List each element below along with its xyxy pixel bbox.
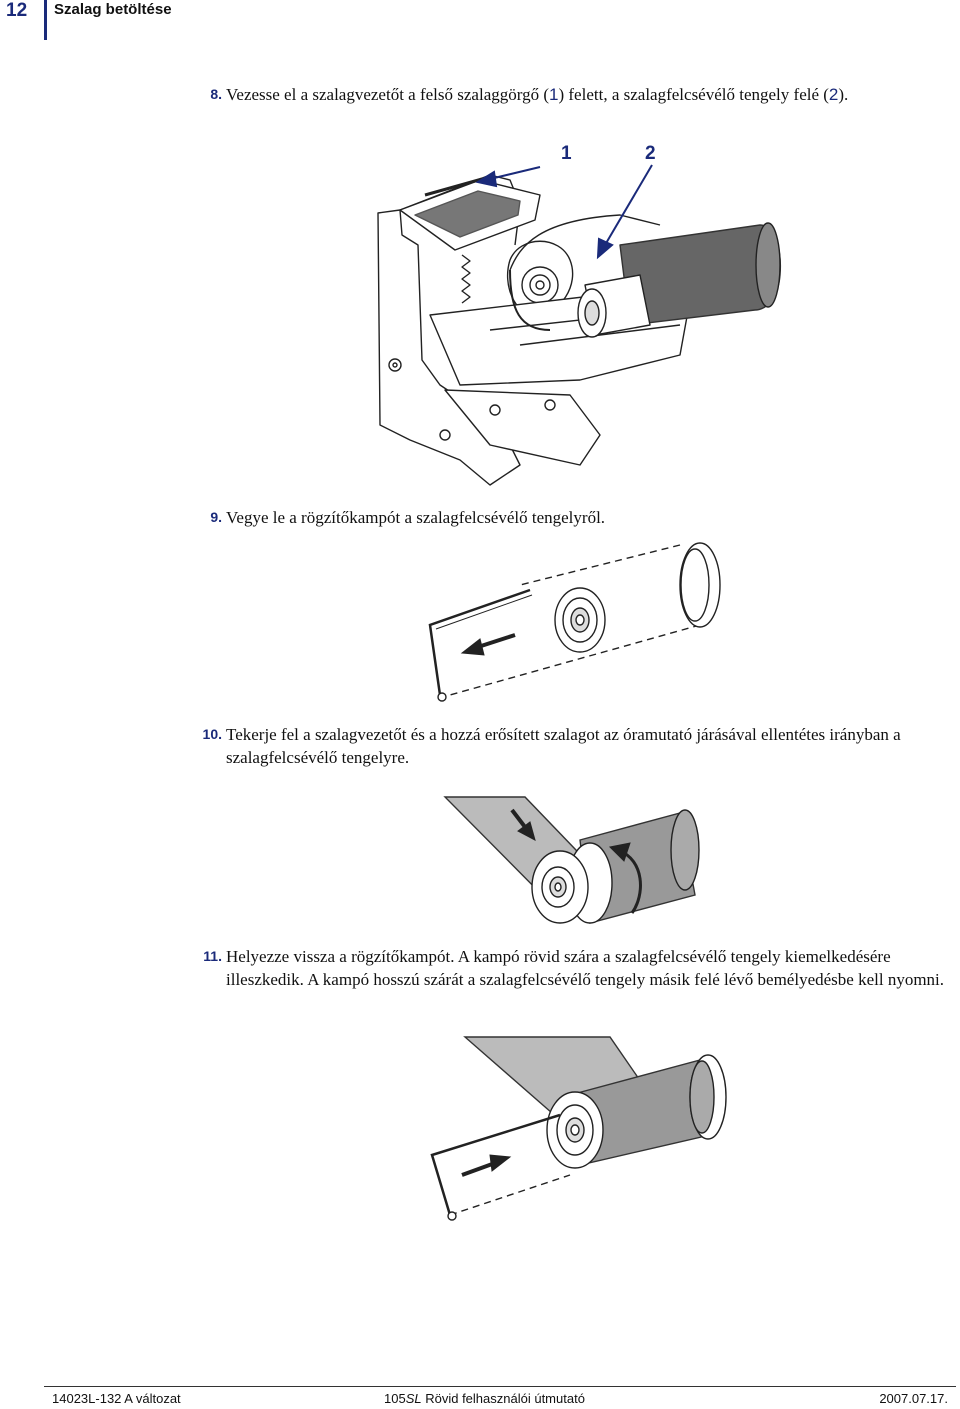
step-11: 11. Helyezze vissza a rögzítőkampót. A k… — [203, 945, 946, 991]
footer-doc-id: 14023L-132 A változat — [52, 1391, 181, 1406]
step-text: Vezesse el a szalagvezetőt a felső szala… — [226, 85, 849, 104]
figure-remove-hook — [428, 542, 721, 702]
page-header: 12 Szalag betöltése — [0, 0, 960, 40]
footer-date: 2007.07.17. — [879, 1391, 948, 1406]
step-number: 10. — [202, 726, 222, 742]
figure-callout-2: 2 — [645, 143, 656, 164]
figure-wind-ribbon — [443, 796, 700, 924]
step-text: Tekerje fel a szalagvezetőt és a hozzá e… — [226, 725, 901, 767]
footer-divider — [44, 1386, 956, 1387]
step-text: Helyezze vissza a rögzítőkampót. A kampó… — [226, 947, 945, 989]
step-8: 8. Vezesse el a szalagvezetőt a felső sz… — [210, 83, 946, 106]
page-number: 12 — [6, 0, 28, 21]
callout-ref-2: 2 — [828, 85, 839, 104]
step-10: 10. Tekerje fel a szalagvezetőt és a hoz… — [203, 723, 946, 769]
step-number: 9. — [210, 509, 222, 525]
header-divider — [44, 0, 47, 40]
step-text: Vegye le a rögzítőkampót a szalagfelcsév… — [226, 508, 606, 527]
callout-ref-1: 1 — [549, 85, 559, 104]
step-9: 9. Vegye le a rögzítőkampót a szalagfelc… — [210, 506, 946, 529]
figure-callout-1: 1 — [561, 143, 572, 164]
figure-printer-ribbon-path: 1 2 — [377, 143, 782, 486]
footer-guide-title: 105SL Rövid felhasználói útmutató — [384, 1391, 585, 1406]
step-number: 11. — [203, 948, 222, 964]
section-title: Szalag betöltése — [54, 1, 172, 18]
figure-replace-hook — [430, 1036, 727, 1221]
step-number: 8. — [210, 86, 222, 102]
